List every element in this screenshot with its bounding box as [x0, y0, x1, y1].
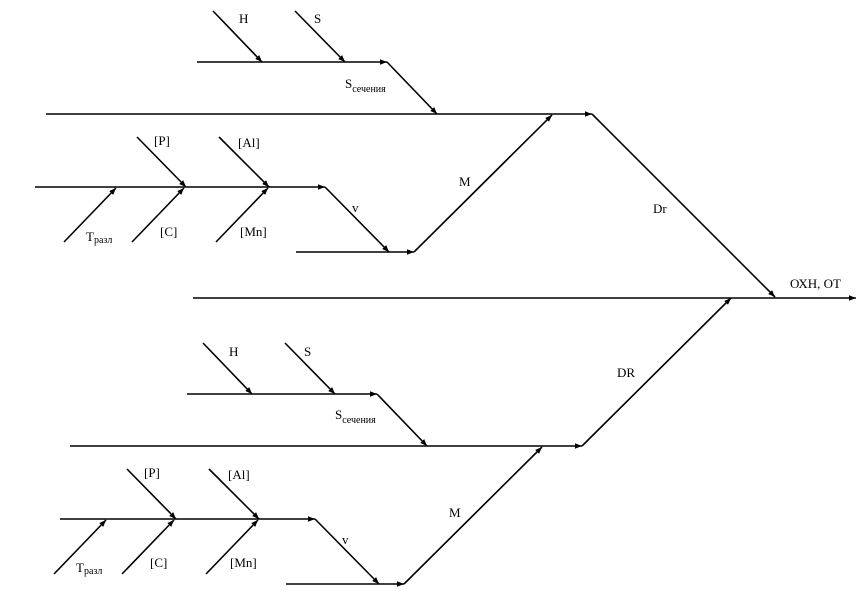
output-label: ОХН, ОТ	[790, 276, 841, 291]
upper-section-arrow	[386, 61, 438, 115]
lower-v-arrow	[314, 518, 380, 585]
upper-s-arrow	[294, 10, 346, 63]
upper-m-label: M	[459, 174, 471, 189]
lower-m-label: M	[449, 505, 461, 520]
lower-section-label: Sсечения	[335, 407, 376, 426]
upper-m-arrow	[413, 114, 553, 253]
upper-section-label: Sсечения	[345, 76, 386, 95]
lower-h-arrow	[202, 342, 253, 395]
lower-p-arrow	[126, 468, 177, 520]
lower-h-label: H	[229, 344, 238, 359]
lower-s-arrow	[284, 342, 336, 395]
lower-t-arrow	[53, 519, 107, 575]
upper-mn-arrow	[215, 187, 269, 243]
lower-s-label: S	[304, 344, 311, 359]
lower-c-label: [C]	[150, 555, 167, 570]
lower-dr-arrow	[581, 297, 732, 447]
upper-dr-label: Dr	[653, 201, 667, 216]
upper-s-label: S	[314, 11, 321, 26]
upper-c-arrow	[131, 187, 185, 243]
lower-section-arrow	[376, 393, 428, 447]
lower-m-arrow	[403, 446, 543, 585]
upper-p-label: [P]	[154, 133, 170, 148]
upper-al-arrow	[218, 136, 270, 188]
upper-t-label: Tразл	[86, 229, 112, 246]
upper-h-label: H	[239, 11, 248, 26]
lower-al-arrow	[208, 468, 260, 520]
lower-t-label: Tразл	[76, 560, 102, 577]
lower-c-arrow	[121, 519, 175, 575]
upper-branch: H S Sсечения Dr [P] [Al] Tразл [C] [Mn] …	[35, 10, 776, 298]
upper-al-label: [Al]	[238, 135, 260, 150]
lower-v-label: v	[342, 532, 349, 547]
upper-mn-label: [Mn]	[240, 224, 267, 239]
upper-v-label: v	[352, 200, 359, 215]
lower-al-label: [Al]	[228, 467, 250, 482]
upper-dr-arrow	[591, 113, 776, 298]
upper-t-arrow	[63, 187, 117, 243]
upper-h-arrow	[212, 10, 263, 63]
lower-mn-label: [Mn]	[230, 555, 257, 570]
lower-branch: H S Sсечения DR [P] [Al] Tразл [C] [Mn] …	[53, 297, 732, 587]
upper-v-arrow	[324, 186, 390, 253]
lower-p-label: [P]	[144, 465, 160, 480]
lower-dr-label: DR	[617, 365, 635, 380]
upper-p-arrow	[136, 136, 187, 188]
upper-c-label: [C]	[160, 224, 177, 239]
lower-mn-arrow	[205, 519, 259, 575]
